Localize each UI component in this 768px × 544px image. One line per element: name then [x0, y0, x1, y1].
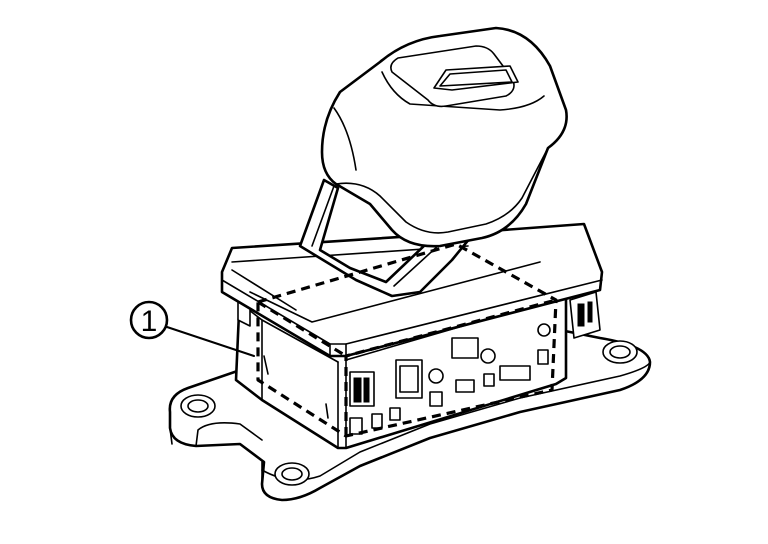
bolt-hole-front	[274, 462, 310, 486]
callout-1-label: 1	[141, 305, 158, 338]
housing-front-details	[263, 323, 551, 435]
bolt-hole-right	[602, 340, 638, 364]
highlight-dashed-region	[256, 242, 558, 438]
callout-1-circle	[129, 300, 169, 340]
callout-1: 1	[129, 300, 255, 357]
callout-1-leader-line	[163, 325, 255, 357]
bolt-hole-left	[180, 394, 216, 418]
shift-knob	[320, 26, 568, 248]
